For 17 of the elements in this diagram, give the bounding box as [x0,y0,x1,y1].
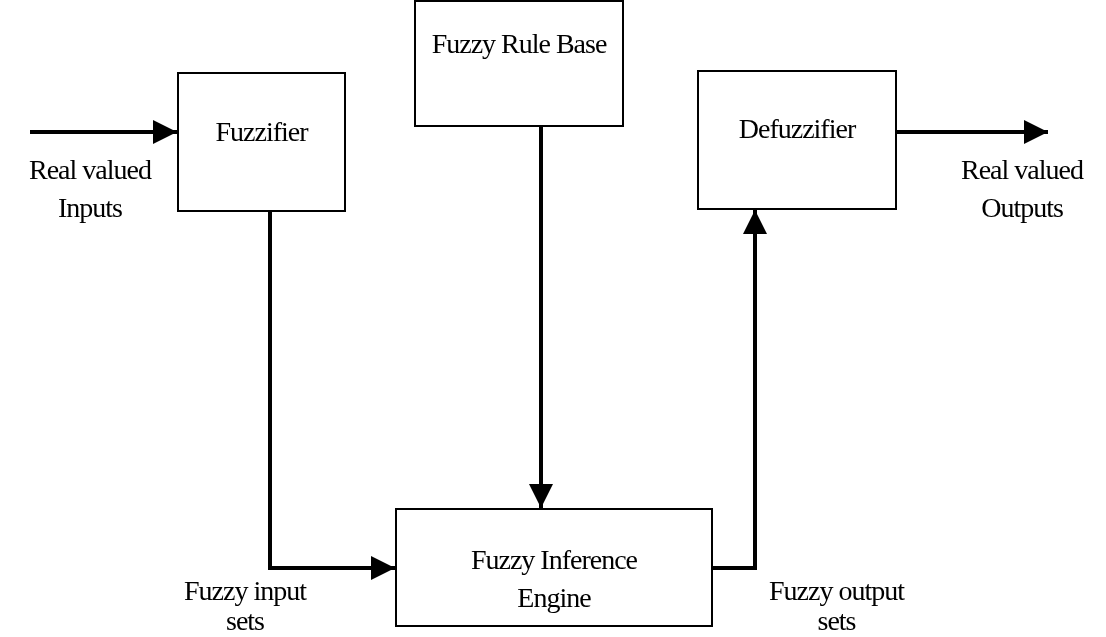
box-label: Fuzzy Inference Engine [469,542,639,615]
process-box [177,72,346,212]
edge-label: Real valued Outputs [960,153,1085,225]
process-box [414,0,624,127]
arrow [30,120,177,144]
process-box [395,508,713,627]
arrow [268,212,395,580]
edge-label: Fuzzy input sets [183,576,308,636]
process-box [697,70,897,210]
edge-label: Real valued Inputs [28,153,153,225]
edge-label: Fuzzy output sets [768,576,906,636]
box-label: Fuzzy Rule Base [431,26,607,61]
arrow [529,127,553,508]
arrow [897,120,1048,144]
arrow [713,210,767,570]
box-label: Fuzzifier [215,115,308,149]
box-label: Defuzzifier [738,112,856,146]
